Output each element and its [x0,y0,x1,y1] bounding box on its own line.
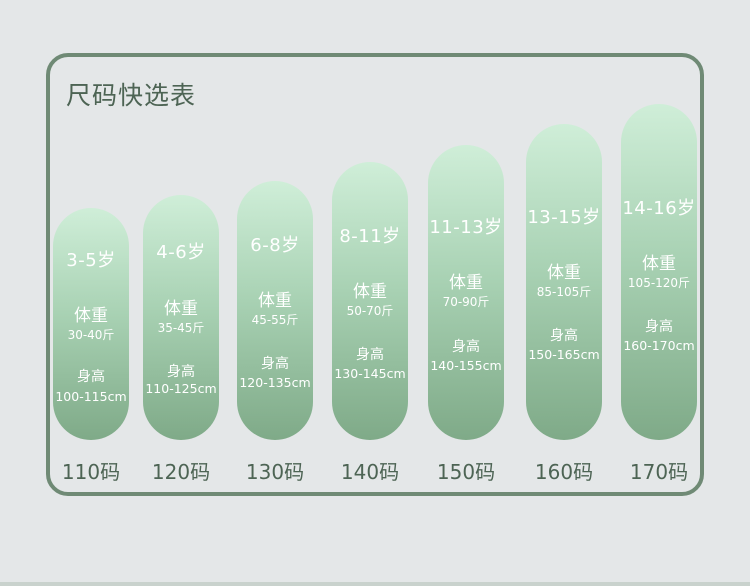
height-label: 身高 [356,347,384,363]
weight-label: 体重 [353,282,387,302]
age-range: 14-16岁 [622,198,696,219]
size-pill-160: 13-15岁 体重 85-105斤 身高 150-165cm [526,124,602,440]
size-label-110: 110码 [61,460,121,484]
size-chart-card: 尺码快选表 3-5岁 体重 30-40斤 身高 100-115cm 110码 4… [46,53,704,496]
height-label: 身高 [550,328,578,344]
size-pill-140: 8-11岁 体重 50-70斤 身高 130-145cm [332,162,408,440]
weight-range: 85-105斤 [536,285,592,299]
weight-range: 70-90斤 [442,295,490,309]
weight-range: 45-55斤 [251,313,299,327]
age-range: 3-5岁 [66,250,116,271]
size-pill-130: 6-8岁 体重 45-55斤 身高 120-135cm [237,181,313,440]
height-range: 100-115cm [55,389,127,404]
size-label-140: 140码 [340,460,400,484]
weight-range: 50-70斤 [346,304,394,318]
weight-label: 体重 [164,299,198,319]
weight-label: 体重 [642,254,676,274]
age-range: 11-13岁 [429,217,503,238]
height-label: 身高 [77,369,105,385]
size-label-160: 160码 [534,460,594,484]
height-label: 身高 [261,356,289,372]
height-label: 身高 [452,339,480,355]
weight-range: 35-45斤 [157,321,205,335]
size-label-150: 150码 [436,460,496,484]
size-pill-150: 11-13岁 体重 70-90斤 身高 140-155cm [428,145,504,440]
weight-label: 体重 [258,291,292,311]
weight-label: 体重 [449,273,483,293]
weight-label: 体重 [74,306,108,326]
weight-label: 体重 [547,263,581,283]
height-range: 130-145cm [334,366,406,381]
size-pill-120: 4-6岁 体重 35-45斤 身高 110-125cm [143,195,219,440]
age-range: 6-8岁 [250,235,300,256]
age-range: 8-11岁 [339,226,401,247]
height-label: 身高 [645,319,673,335]
bottom-divider [0,582,750,586]
height-range: 110-125cm [145,381,217,396]
height-range: 150-165cm [528,347,600,362]
size-label-120: 120码 [151,460,211,484]
age-range: 13-15岁 [527,207,601,228]
height-range: 160-170cm [623,338,695,353]
height-range: 140-155cm [430,358,502,373]
age-range: 4-6岁 [156,242,206,263]
height-range: 120-135cm [239,375,311,390]
weight-range: 30-40斤 [67,328,115,342]
size-label-130: 130码 [245,460,305,484]
size-label-170: 170码 [629,460,689,484]
size-pill-170: 14-16岁 体重 105-120斤 身高 160-170cm [621,104,697,440]
height-label: 身高 [167,364,195,380]
chart-title: 尺码快选表 [66,81,197,110]
weight-range: 105-120斤 [627,276,691,290]
size-pill-110: 3-5岁 体重 30-40斤 身高 100-115cm [53,208,129,440]
